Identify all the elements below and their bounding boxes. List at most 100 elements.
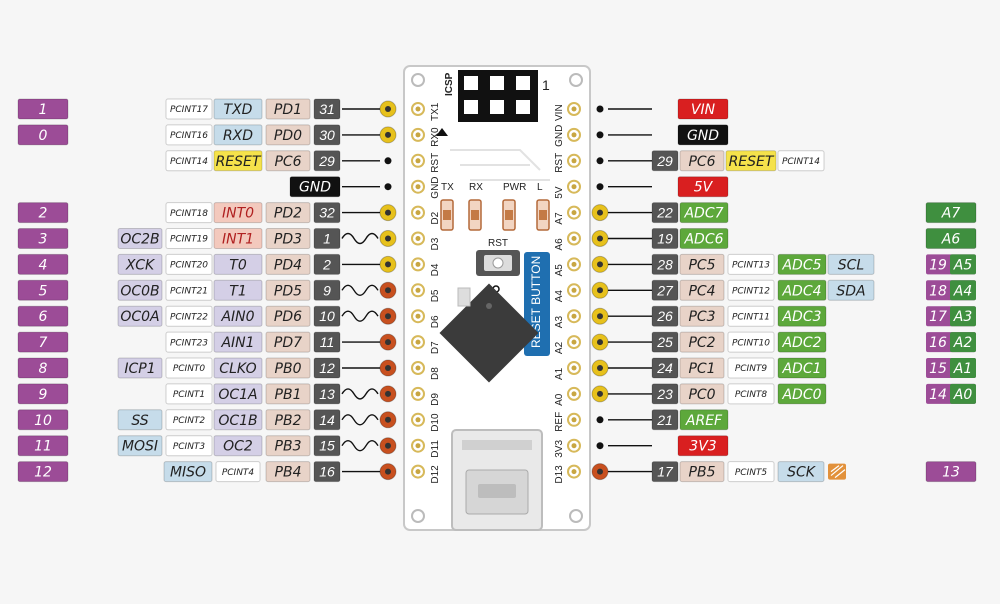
pcint-label-text: PCINT20 <box>170 261 208 271</box>
pcint-label-text: PCINT12 <box>732 287 770 297</box>
board-pin-label: D6 <box>430 315 441 328</box>
extra-function-text: OC0B <box>120 283 159 299</box>
pcint-label: PCINT23 <box>165 331 213 353</box>
pcint-label: PCINT22 <box>165 305 213 327</box>
pcint-label: PCINT1 <box>165 383 213 405</box>
ground-label-text: GND <box>299 180 331 196</box>
extra-function: SCL <box>827 253 875 275</box>
port-pin: PB2 <box>265 409 311 431</box>
arduino-pin-number: 2 <box>17 202 69 224</box>
pcint-label: PCINT21 <box>165 279 213 301</box>
physical-pin-number: 21 <box>651 409 679 431</box>
arduino-pin-number: 5 <box>17 279 69 301</box>
physical-pin-number-text: 23 <box>656 386 673 402</box>
arduino-pin-number: 0 <box>17 124 69 146</box>
alt-function-text: RXD <box>223 128 253 144</box>
pcint-label: PCINT11 <box>727 305 775 327</box>
pcint-label: PCINT8 <box>727 383 775 405</box>
icsp-pin1-label: 1 <box>542 77 550 93</box>
alt-function: RXD <box>213 124 263 146</box>
physical-pin-number-text: 10 <box>319 308 335 324</box>
physical-pin-number-text: 31 <box>319 101 335 117</box>
pcint-label-text: PCINT14 <box>782 157 820 167</box>
power-label-text: 3V3 <box>689 439 716 455</box>
board-pin-label: REF <box>554 412 565 432</box>
analog-pin-label-text: A7 <box>941 206 961 222</box>
pcint-label-text: PCINT5 <box>735 468 768 478</box>
pcint-label-text: PCINT3 <box>173 442 206 452</box>
pcint-label: PCINT16 <box>165 124 213 146</box>
analog-number: 15 <box>929 361 947 377</box>
port-pin-text: PD1 <box>274 102 302 118</box>
board-pin-label: RX0 <box>430 127 441 147</box>
arduino-pin-number-text: 10 <box>34 413 52 429</box>
alt-function-text: RESET <box>216 154 262 170</box>
alt-function-text: OC2 <box>223 439 253 455</box>
physical-pin-number-text: 24 <box>656 360 673 376</box>
pcint-label: PCINT17 <box>165 98 213 120</box>
port-pin: PC6 <box>265 150 311 172</box>
alt-function-text: OC1B <box>218 413 257 429</box>
port-pin: PC1 <box>679 357 725 379</box>
arduino-pin-number-text: 8 <box>39 361 48 377</box>
led-label: TX <box>441 182 454 193</box>
adc-label-text: ADC4 <box>781 283 821 299</box>
physical-pin-number-text: 25 <box>656 334 673 350</box>
arduino-pin-number: 6 <box>17 305 69 327</box>
port-pin-text: PB0 <box>275 361 302 377</box>
port-pin-text: PC6 <box>688 154 715 170</box>
analog-number: 18 <box>929 283 947 299</box>
alt-function-text: RESET <box>729 154 775 170</box>
connection-dot <box>384 183 392 191</box>
led-label: L <box>537 182 543 193</box>
physical-pin-number: 14 <box>313 409 341 431</box>
alt-function: AIN1 <box>213 331 263 353</box>
alt-function-text: INT1 <box>222 232 254 248</box>
alt-function: INT1 <box>213 228 263 249</box>
alt-function-text: CLKO <box>219 361 256 377</box>
arduino-pin-number-text: 4 <box>39 257 48 273</box>
adc-label: ADC4 <box>777 279 827 301</box>
alt-function-text: OC1A <box>218 387 257 403</box>
arduino-pin-number-text: 5 <box>39 283 48 299</box>
physical-pin-number: 27 <box>651 279 679 301</box>
physical-pin-number: 2 <box>313 253 341 275</box>
clock-icon <box>828 463 846 480</box>
board-pin-label: D3 <box>430 237 441 250</box>
physical-pin-number-text: 1 <box>323 231 331 247</box>
arduino-pin-number: 12 <box>17 461 69 483</box>
adc-label: ADC6 <box>679 228 729 249</box>
pcint-label: PCINT5 <box>727 461 775 483</box>
pcint-label: PCINT14 <box>777 150 825 172</box>
analog-number: 17 <box>929 309 947 325</box>
led-label: PWR <box>503 182 526 193</box>
alt-function: OC2 <box>213 435 263 457</box>
extra-function: MOSI <box>117 435 163 457</box>
arduino-pin-number-text: 6 <box>39 309 48 325</box>
port-pin-text: PC0 <box>688 387 715 403</box>
adc-label: ADC0 <box>777 383 827 405</box>
physical-pin-number: 25 <box>651 331 679 353</box>
extra-function: SDA <box>827 279 875 301</box>
physical-pin-number: 11 <box>313 331 341 353</box>
board-pin-label: A0 <box>554 393 565 406</box>
board-pin-label: GND <box>430 176 441 198</box>
left-pin-row: GND <box>289 176 392 198</box>
pcint-label: PCINT14 <box>165 150 213 172</box>
physical-pin-number: 9 <box>313 279 341 301</box>
board-pin-label: A7 <box>554 212 565 225</box>
board-pin-label: D11 <box>430 440 441 458</box>
physical-pin-number-text: 32 <box>319 205 335 221</box>
adc-label: ADC7 <box>679 202 729 224</box>
extra-function: OC0B <box>117 279 163 301</box>
